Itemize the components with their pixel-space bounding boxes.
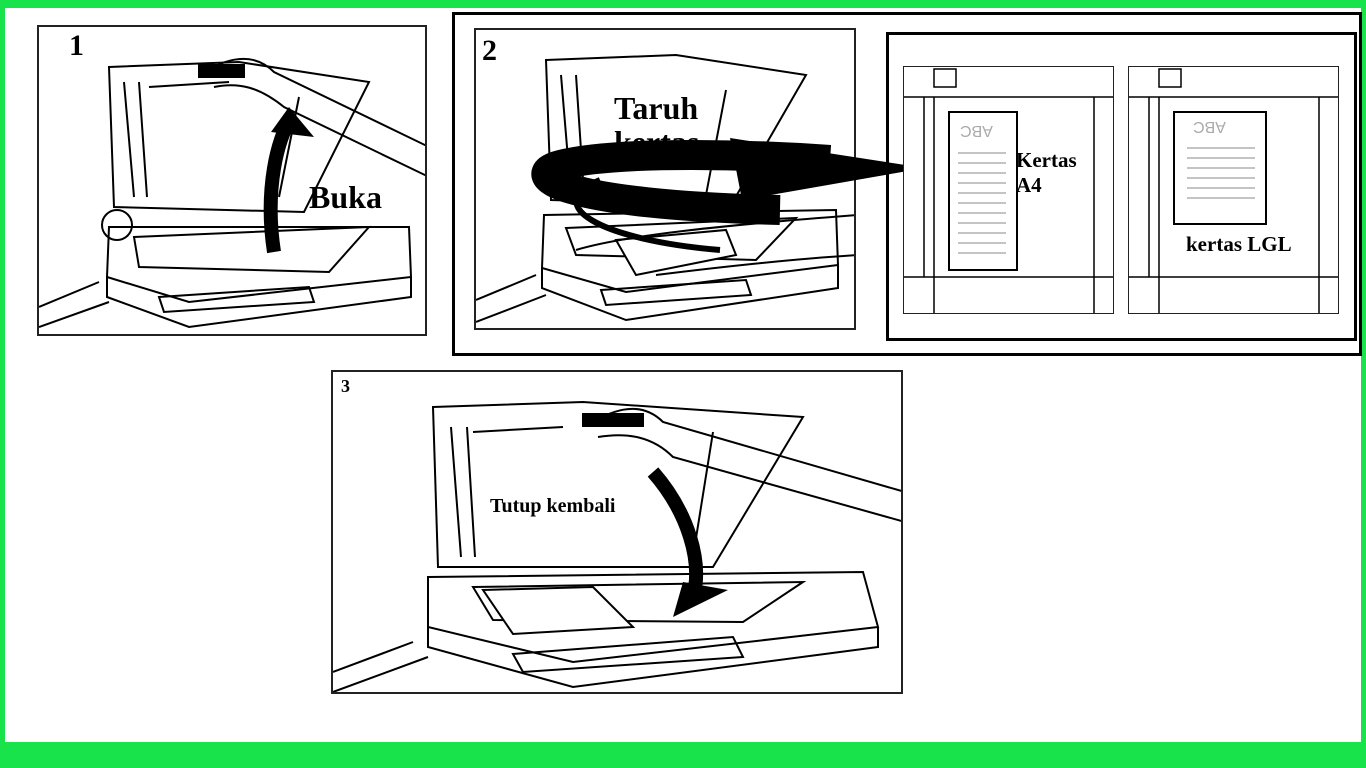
a4-label: Kertas A4 — [1016, 148, 1096, 198]
step-1-panel: 1 Buka — [37, 25, 427, 336]
step-3-label: Tutup kembali — [490, 495, 615, 518]
step-3-number: 3 — [341, 376, 350, 397]
a4-page-text: ABC — [960, 121, 993, 139]
a4-page: ABC — [948, 111, 1018, 271]
step-2-panel: 2 Taruh kertas — [474, 28, 856, 330]
scanner-close-illustration — [333, 372, 903, 694]
step-1-label: Buka — [309, 179, 382, 216]
green-bottom-band — [0, 742, 1366, 768]
lgl-label: kertas LGL — [1186, 232, 1292, 257]
step-2-number: 2 — [482, 34, 497, 68]
glass-lgl: ABC — [1128, 66, 1339, 314]
scanner-place-paper-illustration — [476, 30, 856, 330]
lgl-page: ABC — [1173, 111, 1267, 225]
step-2-label: Taruh kertas — [614, 92, 734, 159]
step-3-panel: 3 Tutup kembali — [331, 370, 903, 694]
step-1-number: 1 — [69, 29, 84, 63]
lgl-page-text: ABC — [1193, 117, 1226, 135]
